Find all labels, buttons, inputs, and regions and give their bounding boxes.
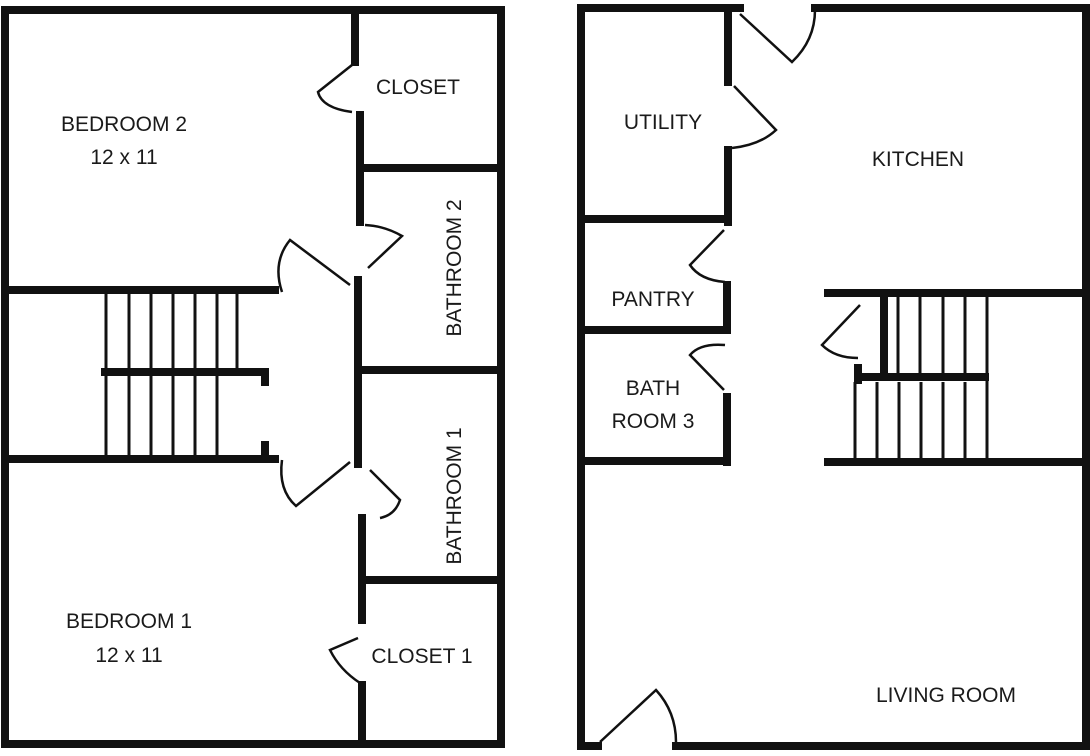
utility-door-swing xyxy=(731,85,778,150)
entry-door-top-swing xyxy=(739,9,817,64)
closet-door-swing xyxy=(316,64,353,114)
lower-floor-stairs xyxy=(853,297,989,458)
bedroom-1-label: BEDROOM 1 xyxy=(66,610,192,633)
upper-floor-labels: BEDROOM 2 12 x 11 CLOSET BATHROOM 2 BATH… xyxy=(61,76,473,668)
lower-floor-interior-walls xyxy=(577,4,1090,466)
closet-1-label: CLOSET 1 xyxy=(371,645,472,668)
closet-label: CLOSET xyxy=(376,76,460,99)
hall-door-lower-swing xyxy=(280,459,351,508)
bath-room-3-label-line-2: ROOM 3 xyxy=(612,410,695,433)
bathroom-2-label: BATHROOM 2 xyxy=(443,199,466,336)
bedroom-1-size: 12 x 11 xyxy=(95,644,162,667)
hall-door-upper-swing xyxy=(277,238,351,293)
pantry-label: PANTRY xyxy=(611,288,694,311)
bath-room-3-label-line-1: BATH xyxy=(626,377,680,400)
front-door-swing xyxy=(599,688,678,743)
bathroom-1-door-swing xyxy=(369,469,402,520)
closet-1-door-swing xyxy=(328,636,361,685)
upper-floor-doors xyxy=(277,64,405,685)
lower-floor-doors xyxy=(599,9,861,743)
lower-floor-labels: UTILITY KITCHEN PANTRY BATH ROOM 3 LIVIN… xyxy=(611,111,1016,707)
bathroom-2-door-swing xyxy=(364,223,405,269)
kitchen-label: KITCHEN xyxy=(872,148,964,171)
living-room-label: LIVING ROOM xyxy=(876,684,1016,707)
bedroom-2-label: BEDROOM 2 xyxy=(61,113,187,136)
bath-room-3-door-swing xyxy=(688,343,726,391)
utility-label: UTILITY xyxy=(624,111,702,134)
upper-floor: BEDROOM 2 12 x 11 CLOSET BATHROOM 2 BATH… xyxy=(1,6,505,748)
upper-floor-outer-walls xyxy=(1,6,505,748)
bathroom-1-label: BATHROOM 1 xyxy=(443,427,466,564)
upper-floor-interior-walls xyxy=(1,6,505,748)
upper-floor-stairs xyxy=(104,293,239,455)
lower-floor-outer-walls xyxy=(577,4,1090,750)
lower-floor: UTILITY KITCHEN PANTRY BATH ROOM 3 LIVIN… xyxy=(577,4,1090,750)
bedroom-2-size: 12 x 11 xyxy=(90,146,157,169)
pantry-door-swing xyxy=(688,229,726,284)
stair-closet-door-swing xyxy=(820,304,861,360)
